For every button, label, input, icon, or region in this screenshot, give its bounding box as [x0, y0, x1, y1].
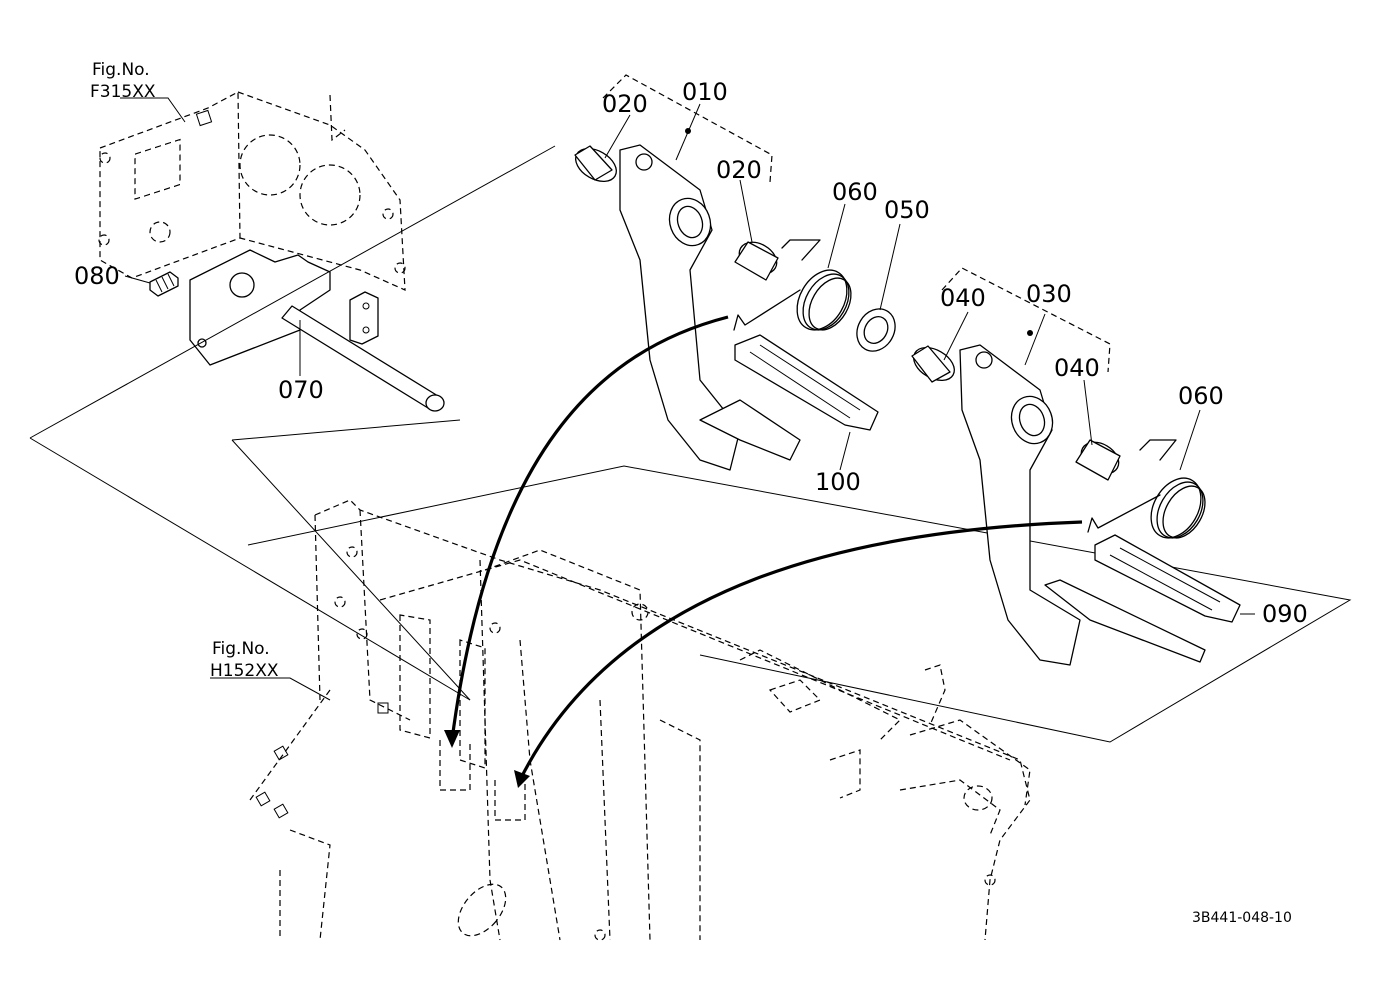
part-label-090: 090 [1262, 600, 1308, 628]
part-label-040-right: 040 [1054, 354, 1100, 382]
part-label-100: 100 [815, 468, 861, 496]
left-bracket-assembly [98, 91, 445, 412]
part-label-050: 050 [884, 196, 930, 224]
part-label-020-right: 020 [716, 156, 762, 184]
pedal-010-group [574, 74, 901, 471]
drawing-code: 3B441-048-10 [1192, 910, 1292, 926]
part-label-070: 070 [278, 376, 324, 404]
part-label-020-left: 020 [602, 90, 648, 118]
part-label-060-upper: 060 [832, 178, 878, 206]
fig-ref-top-title: Fig.No. [92, 60, 150, 80]
frame-assembly [210, 499, 1031, 941]
part-label-080: 080 [74, 262, 120, 290]
fig-ref-bottom-title: Fig.No. [212, 639, 270, 659]
assembly-arrows [444, 315, 1083, 788]
part-label-040-left: 040 [940, 284, 986, 312]
fig-ref-top-code: F315XX [90, 82, 156, 102]
part-label-060-lower: 060 [1178, 382, 1224, 410]
part-label-030: 030 [1026, 280, 1072, 308]
explosion-boundaries [29, 145, 1352, 743]
fig-ref-bottom-code: H152XX [210, 661, 279, 681]
part-label-010: 010 [682, 78, 728, 106]
pedal-030-group [911, 267, 1255, 666]
